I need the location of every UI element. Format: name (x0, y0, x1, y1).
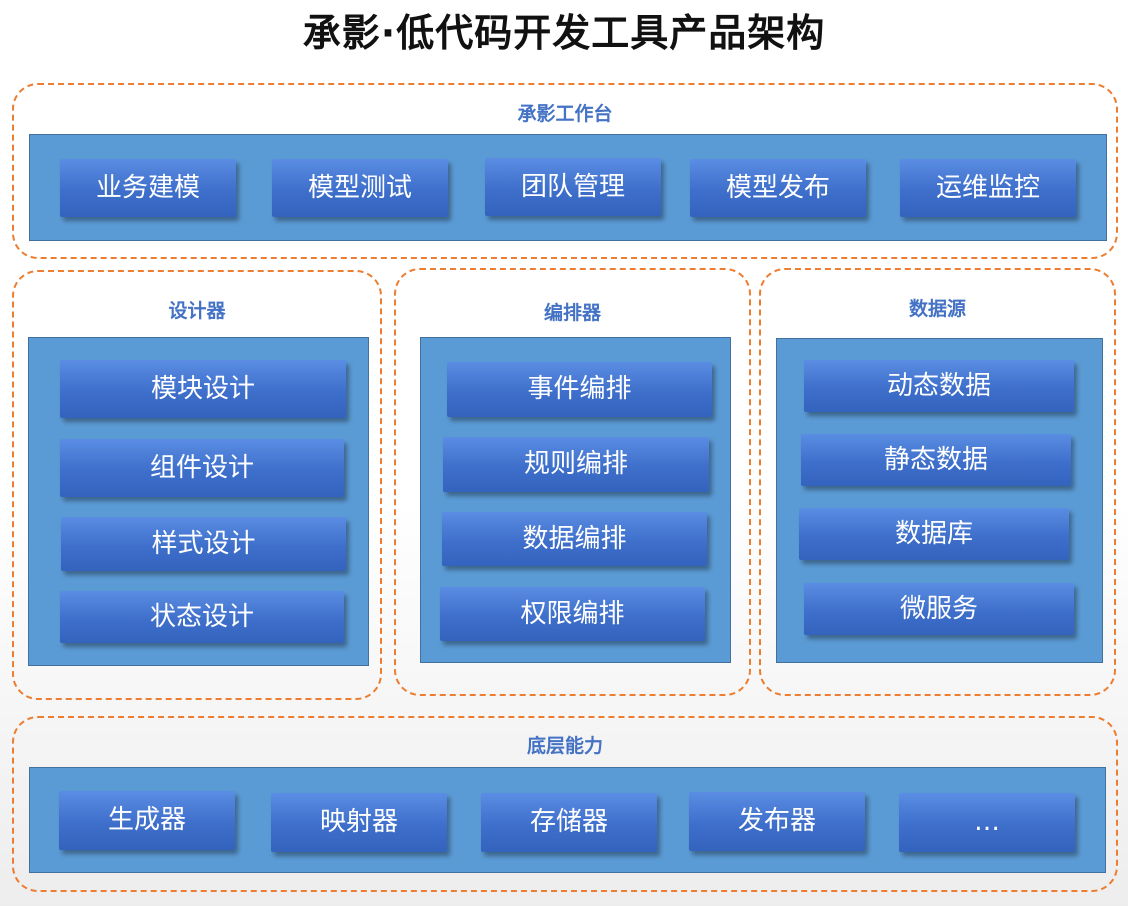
item-storage: 存储器 (481, 793, 657, 852)
item-publisher: 发布器 (689, 792, 865, 851)
group-designer-label: 设计器 (168, 300, 226, 322)
item-ops-monitoring: 运维监控 (900, 159, 1076, 217)
group-workbench: 承影工作台 (12, 83, 1118, 259)
item-model-testing: 模型测试 (272, 159, 448, 217)
item-component-design: 组件设计 (60, 439, 344, 497)
item-rule-orchestration: 规则编排 (443, 437, 709, 492)
group-base: 底层能力 (12, 716, 1118, 892)
group-base-label: 底层能力 (526, 735, 603, 757)
item-style-design: 样式设计 (61, 517, 346, 571)
item-state-design: 状态设计 (60, 591, 344, 643)
item-team-management: 团队管理 (485, 158, 661, 216)
diagram-title: 承影·低代码开发工具产品架构 (302, 11, 826, 55)
item-event-orchestration: 事件编排 (447, 362, 712, 417)
group-orchestrator: 编排器 (394, 268, 751, 696)
item-model-publish: 模型发布 (690, 159, 866, 217)
group-workbench-label: 承影工作台 (517, 103, 613, 125)
item-data-orchestration: 数据编排 (442, 512, 707, 566)
item-database: 数据库 (799, 508, 1069, 560)
item-business-modeling: 业务建模 (60, 159, 236, 217)
item-module-design: 模块设计 (60, 360, 346, 418)
item-dynamic-data: 动态数据 (804, 360, 1074, 412)
item-mapper: 映射器 (271, 793, 447, 852)
item-static-data: 静态数据 (801, 434, 1071, 486)
group-datasource: 数据源 (759, 268, 1116, 696)
group-datasource-label: 数据源 (908, 298, 966, 320)
item-microservice: 微服务 (804, 583, 1074, 635)
item-permission-orchestration: 权限编排 (440, 587, 705, 641)
item-more: … (899, 793, 1075, 852)
group-orchestrator-label: 编排器 (543, 302, 601, 324)
item-generator: 生成器 (59, 791, 235, 850)
group-designer: 设计器 (12, 270, 382, 700)
